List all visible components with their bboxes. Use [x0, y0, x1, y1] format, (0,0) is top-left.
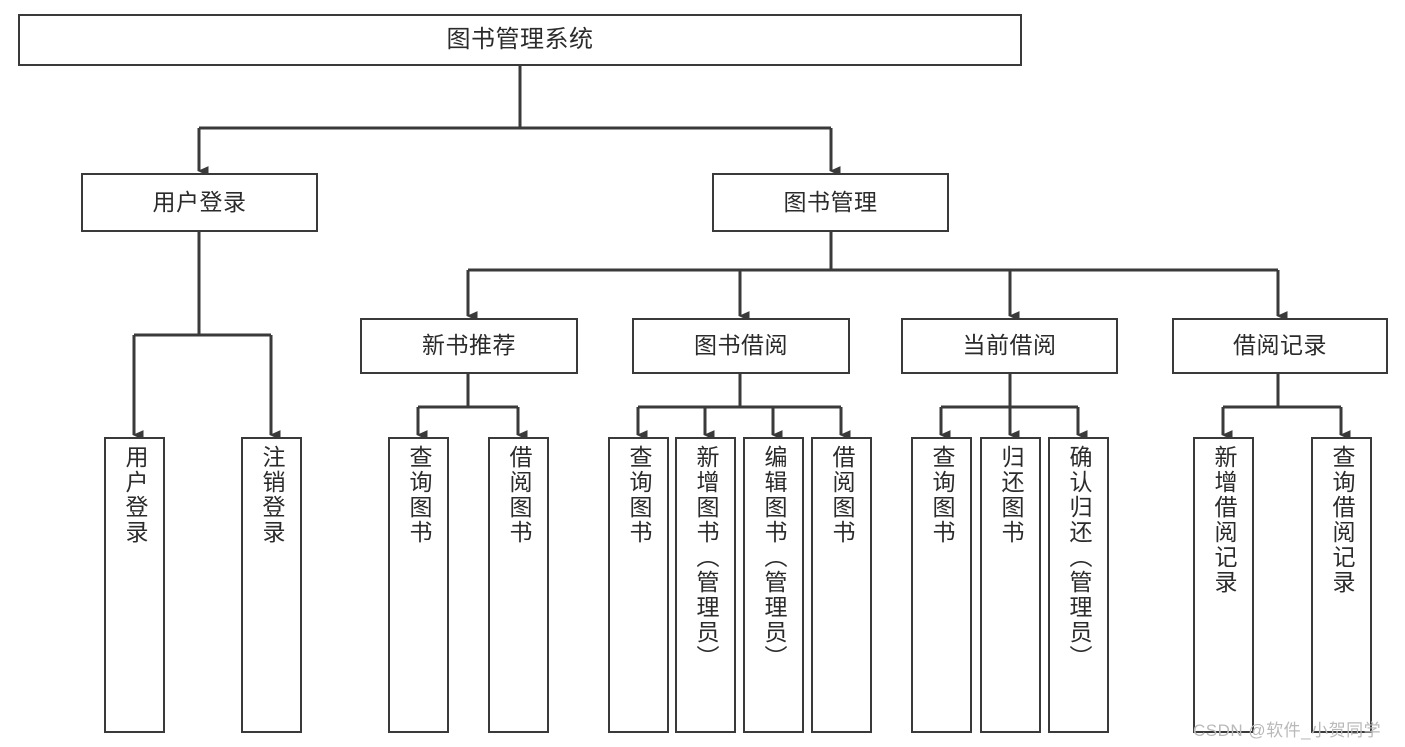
- node-label: 图书管理系统: [446, 25, 594, 53]
- leaf-query-book-recommend[interactable]: 查询图书: [388, 437, 449, 733]
- leaf-query-book-current[interactable]: 查询图书: [911, 437, 972, 733]
- node-new-book-recommend[interactable]: 新书推荐: [360, 318, 578, 374]
- node-label: 确认归还（管理员）: [1066, 445, 1092, 670]
- leaf-query-borrow-record[interactable]: 查询借阅记录: [1311, 437, 1372, 733]
- node-label: 借阅记录: [1233, 332, 1327, 359]
- node-label: 查询图书: [626, 445, 652, 545]
- node-current-borrow[interactable]: 当前借阅: [901, 318, 1118, 374]
- leaf-confirm-return-admin[interactable]: 确认归还（管理员）: [1048, 437, 1109, 733]
- node-label: 查询图书: [929, 445, 955, 545]
- leaf-borrow-book[interactable]: 借阅图书: [811, 437, 872, 733]
- leaf-return-book[interactable]: 归还图书: [980, 437, 1041, 733]
- node-label: 新增图书（管理员）: [693, 445, 719, 670]
- node-book-borrow[interactable]: 图书借阅: [632, 318, 850, 374]
- node-book-management[interactable]: 图书管理: [712, 173, 949, 232]
- leaf-add-borrow-record[interactable]: 新增借阅记录: [1193, 437, 1254, 733]
- leaf-query-book-borrow[interactable]: 查询图书: [608, 437, 669, 733]
- node-root-book-management-system[interactable]: 图书管理系统: [18, 14, 1022, 66]
- node-label: 新增借阅记录: [1211, 445, 1237, 595]
- node-label: 注销登录: [259, 445, 285, 545]
- node-label: 归还图书: [998, 445, 1024, 545]
- leaf-logout[interactable]: 注销登录: [241, 437, 302, 733]
- node-borrow-record[interactable]: 借阅记录: [1172, 318, 1388, 374]
- node-label: 用户登录: [152, 188, 247, 215]
- node-label: 借阅图书: [506, 445, 532, 545]
- node-label: 新书推荐: [422, 332, 516, 359]
- node-label: 查询借阅记录: [1329, 445, 1355, 595]
- node-label: 当前借阅: [962, 332, 1057, 359]
- node-user-login[interactable]: 用户登录: [81, 173, 318, 232]
- node-label: 图书管理: [783, 188, 878, 215]
- leaf-user-login[interactable]: 用户登录: [104, 437, 165, 733]
- node-label: 查询图书: [406, 445, 432, 545]
- leaf-edit-book-admin[interactable]: 编辑图书（管理员）: [743, 437, 804, 733]
- leaf-borrow-book-recommend[interactable]: 借阅图书: [488, 437, 549, 733]
- node-label: 用户登录: [122, 445, 148, 545]
- csdn-watermark: CSDN @软件_小贺同学: [1193, 721, 1382, 740]
- node-label: 编辑图书（管理员）: [761, 445, 787, 670]
- node-label: 借阅图书: [829, 445, 855, 545]
- node-label: 图书借阅: [694, 332, 788, 359]
- leaf-add-book-admin[interactable]: 新增图书（管理员）: [675, 437, 736, 733]
